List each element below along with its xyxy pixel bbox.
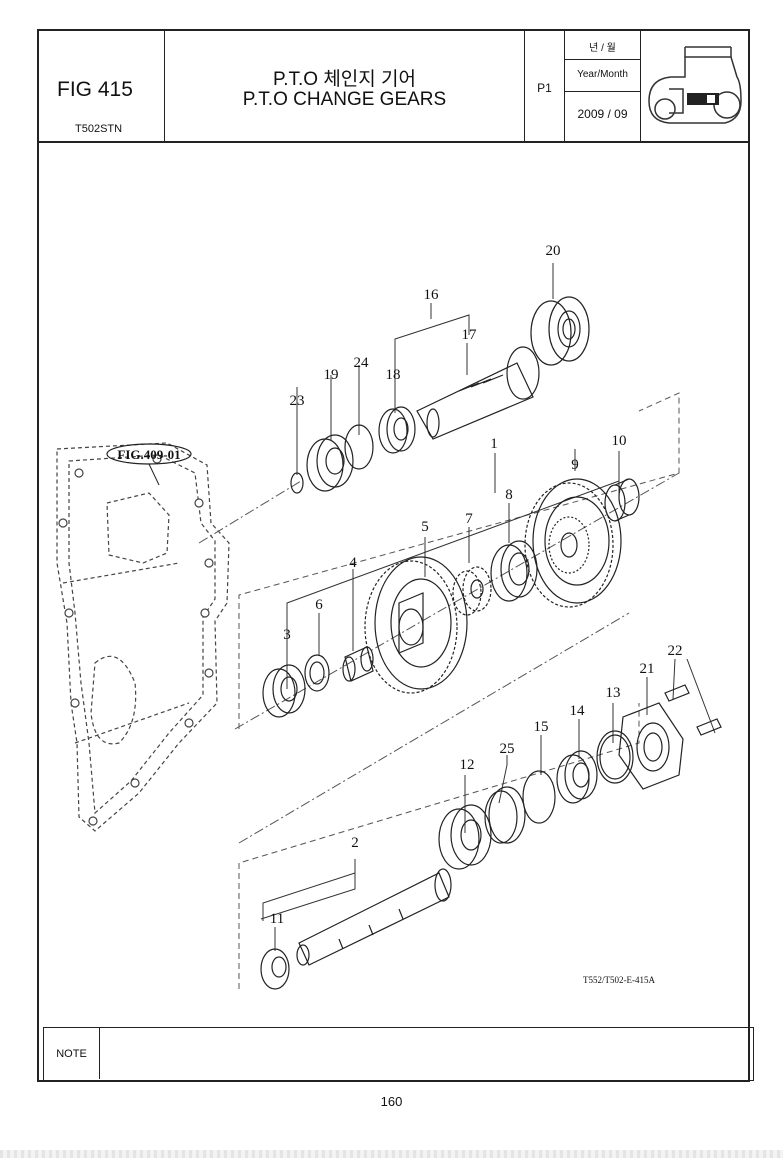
note-label: NOTE — [44, 1028, 100, 1079]
title-block: FIG 415 T502STN P.T.O 체인지 기어 P.T.O CHANG… — [39, 31, 748, 143]
callout-14: 14 — [570, 703, 586, 719]
tractor-icon-cell — [641, 31, 748, 141]
year-month-label: Year/Month — [577, 69, 628, 80]
callout-22: 22 — [668, 643, 683, 659]
date-cell: 년 / 월 Year/Month 2009 / 09 — [565, 31, 641, 141]
page-code-cell: P1 — [525, 31, 565, 141]
callout-2: 2 — [351, 835, 359, 851]
part-11-washer — [260, 948, 290, 990]
callout-20: 20 — [546, 243, 561, 259]
callout-24: 24 — [354, 355, 370, 371]
part-25-ring — [488, 786, 526, 844]
callout-9: 9 — [571, 457, 579, 473]
part-9-gear — [524, 478, 622, 608]
callout-16: 16 — [424, 287, 440, 303]
part-6-ring — [304, 654, 330, 692]
drawing-code: T552/T502-E-415A — [583, 975, 655, 985]
figure-cell: FIG 415 T502STN — [39, 31, 165, 141]
callout-10: 10 — [612, 433, 627, 449]
part-18-bearing — [378, 408, 408, 454]
callout-18: 18 — [386, 367, 401, 383]
tractor-icon — [648, 46, 742, 124]
part-10-needle-bearing — [604, 478, 640, 522]
revision-date: 2009 / 09 — [577, 107, 628, 121]
year-month-korean: 년 / 월 — [589, 43, 616, 54]
callout-15: 15 — [534, 719, 549, 735]
page-code: P1 — [537, 81, 552, 95]
part-13-o-ring — [596, 730, 634, 784]
part-2-shaft — [296, 868, 452, 966]
title-korean: P.T.O 체인지 기어 — [272, 69, 417, 90]
part-24-snap-ring — [344, 424, 374, 470]
callout-19: 19 — [324, 367, 339, 383]
model-code: T502STN — [75, 123, 123, 135]
scan-artifact — [0, 1150, 783, 1158]
part-23-circlip — [290, 472, 304, 494]
figure-number: FIG 415 — [57, 78, 133, 101]
title-english: P.T.O CHANGE GEARS — [242, 89, 447, 110]
part-15-snap-ring — [522, 770, 556, 824]
callout-11: 11 — [270, 911, 284, 927]
part-16-shaft — [416, 346, 540, 440]
part-21-flange — [618, 702, 684, 790]
callout-5: 5 — [421, 519, 429, 535]
callout-8: 8 — [505, 487, 513, 503]
callout-17: 17 — [462, 327, 478, 343]
exploded-parts-diagram: FIG.409-01 1 2 3 4 5 6 7 8 9 10 11 12 13… — [56, 243, 722, 990]
part-7-gear — [452, 570, 482, 616]
part-12-bearing — [438, 804, 492, 870]
page-number: 160 — [380, 1094, 403, 1109]
callout-12: 12 — [460, 757, 475, 773]
part-22-bolt — [664, 684, 690, 702]
part-4-sleeve — [342, 646, 374, 682]
part-20-bearing — [530, 296, 590, 366]
callout-7: 7 — [465, 511, 473, 527]
housing-outline — [56, 442, 230, 832]
part-3-bearing — [262, 668, 296, 718]
title-cell: P.T.O 체인지 기어 P.T.O CHANGE GEARS — [165, 31, 525, 141]
callout-21: 21 — [640, 661, 655, 677]
callout-13: 13 — [606, 685, 621, 701]
part-5-gear — [364, 556, 468, 694]
callout-4: 4 — [349, 555, 357, 571]
callout-1: 1 — [490, 436, 498, 452]
callout-23: 23 — [290, 393, 305, 409]
fig-ref-label: FIG.409-01 — [117, 447, 180, 462]
page-frame: FIG 415 T502STN P.T.O 체인지 기어 P.T.O CHANG… — [37, 29, 754, 1082]
callout-25: 25 — [500, 741, 515, 757]
note-box: NOTE — [43, 1027, 754, 1081]
callout-6: 6 — [315, 597, 323, 613]
callout-3: 3 — [283, 627, 291, 643]
